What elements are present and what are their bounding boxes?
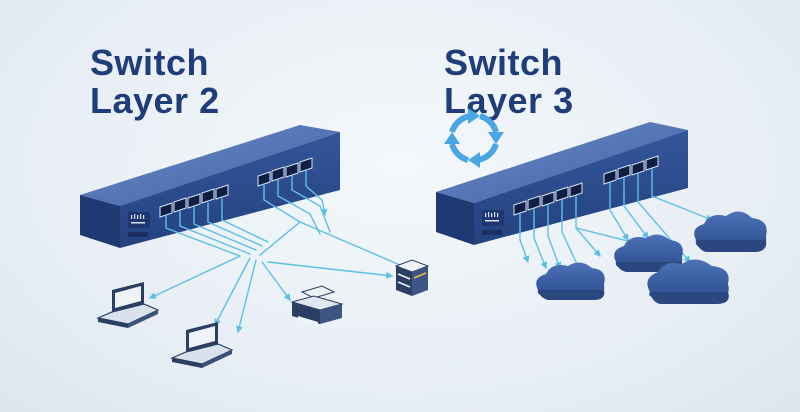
layer3-title-line2: Layer 3 bbox=[444, 80, 574, 121]
layer3-title: Switch Layer 3 bbox=[444, 44, 574, 120]
layer2-title: Switch Layer 2 bbox=[90, 44, 220, 120]
layer2-ports-group-2 bbox=[257, 157, 313, 187]
layer2-switch bbox=[80, 125, 340, 248]
laptop-icon bbox=[95, 282, 160, 328]
layer2-title-line1: Switch bbox=[90, 42, 210, 83]
layer3-switch-side bbox=[436, 192, 474, 245]
layer2-cables bbox=[148, 169, 401, 334]
layer3-ports-group-2 bbox=[603, 155, 659, 185]
brand-logo bbox=[482, 210, 504, 235]
refresh-icon bbox=[444, 108, 504, 168]
layer2-switch-top bbox=[80, 125, 340, 206]
brand-logo bbox=[128, 212, 150, 237]
cloud-icon bbox=[536, 262, 605, 300]
cloud-icon bbox=[647, 259, 729, 304]
layer3-title-line1: Switch bbox=[444, 42, 564, 83]
layer2-title-line2: Layer 2 bbox=[90, 80, 220, 121]
layer2-switch-front bbox=[120, 132, 340, 248]
layer2-switch-side bbox=[80, 195, 120, 248]
cloud-icon bbox=[694, 211, 767, 252]
layer3-switch-top bbox=[436, 122, 688, 203]
layer2-ports-group-1 bbox=[159, 184, 229, 218]
printer-icon bbox=[290, 285, 344, 326]
layer3-switch bbox=[436, 122, 688, 245]
server-icon bbox=[394, 259, 430, 296]
laptop-icon bbox=[169, 322, 234, 368]
layer3-ports-group-1 bbox=[513, 182, 583, 216]
